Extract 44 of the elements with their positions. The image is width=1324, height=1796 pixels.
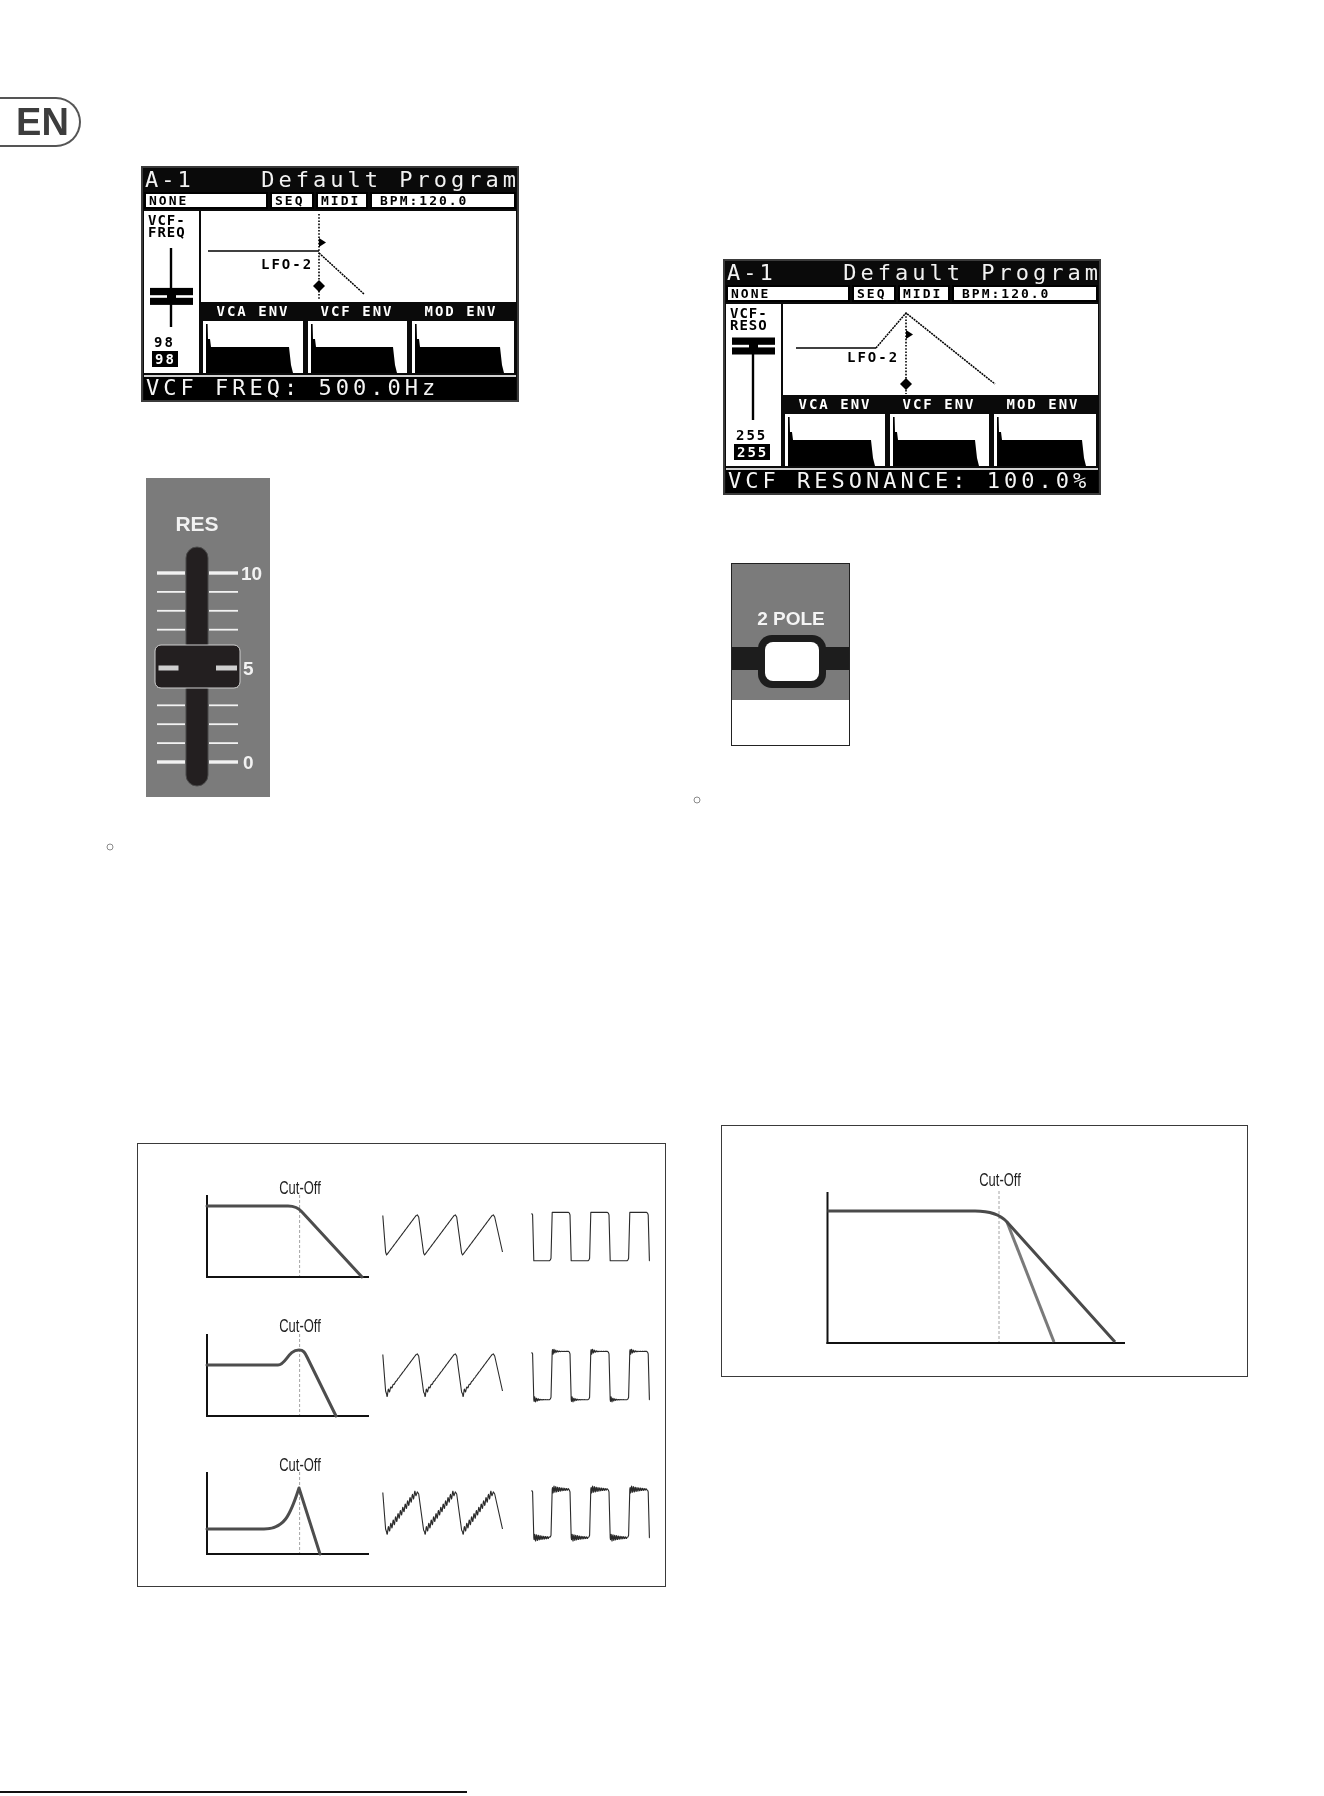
cutoff-label: Cut-Off [278,1178,321,1197]
scale-number: 0 [243,752,254,772]
program-number: A-1 [145,169,194,190]
status-tag: MIDI [898,285,950,302]
chart-frame [721,1125,1248,1377]
fader-label: RES [175,512,219,534]
parameter-value: 255 [736,429,768,441]
envelope-label: VCF ENV [320,305,394,317]
status-tag: MIDI [316,192,368,209]
status-tag: NONE [144,192,268,209]
highlighted-value: 98 [152,351,178,367]
cutoff-label: Cut-Off [278,1455,321,1474]
parameter-value: 98 [154,336,175,348]
status-tag: BPM:120.0 [952,285,1098,302]
envelope-label: MOD ENV [1006,398,1080,410]
lcd-screen [723,259,1101,495]
parameter-readout: VCF FREQ: 500.0Hz [144,375,516,400]
status-tag: NONE [726,285,850,302]
envelope-label: VCF ENV [902,398,976,410]
fader-panel [146,478,270,797]
parameter-name: VCF- FREQ [148,214,186,238]
status-tag: BPM:120.0 [370,192,516,209]
envelope-label: MOD ENV [424,305,498,317]
envelope-label: VCA ENV [798,398,872,410]
language-tab: EN [0,97,81,147]
program-name: Default Program [843,262,1102,283]
program-number: A-1 [727,262,776,283]
status-tag: SEQ [852,285,896,302]
cutoff-label: Cut-Off [278,1317,321,1336]
scale-number: 5 [243,658,254,678]
parameter-name: VCF- RESO [730,307,768,331]
lcd-screen [141,166,519,402]
lfo-label: LFO-2 [261,258,314,270]
highlighted-value: 255 [734,444,771,460]
parameter-readout: VCF RESONANCE: 100.0% [726,468,1098,493]
envelope-label: VCA ENV [216,305,290,317]
program-name: Default Program [261,169,520,190]
scale-number: 10 [241,563,263,583]
cutoff-label: Cut-Off [978,1170,1021,1189]
switch-label: 2 POLE [757,608,825,628]
status-tag: SEQ [270,192,314,209]
lfo-label: LFO-2 [847,351,900,363]
chart-frame [137,1143,666,1587]
switch-panel [731,563,850,746]
